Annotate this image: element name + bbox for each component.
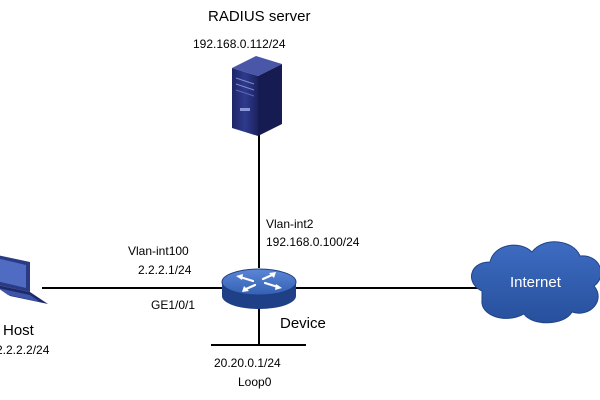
vlan-int100-label: Vlan-int100: [128, 244, 189, 258]
laptop-icon: [0, 255, 48, 304]
vlan-int100-ip: 2.2.2.1/24: [138, 263, 192, 277]
internet-label: Internet: [510, 274, 561, 291]
port-label: GE1/0/1: [151, 298, 196, 312]
radius-server-ip: 192.168.0.112/24: [193, 37, 286, 51]
host-ip: 2.2.2.2/24: [0, 343, 50, 357]
vlan-int2-label: Vlan-int2: [266, 217, 314, 231]
loopback-label: Loop0: [238, 375, 272, 389]
router-icon: [221, 268, 297, 309]
server-tower-icon: [232, 56, 282, 136]
vlan-int2-ip: 192.168.0.100/24: [266, 235, 360, 249]
host-label: Host: [3, 322, 34, 339]
loopback-ip: 20.20.0.1/24: [214, 356, 281, 370]
radius-server-label: RADIUS server: [208, 8, 311, 25]
device-label: Device: [280, 315, 326, 332]
